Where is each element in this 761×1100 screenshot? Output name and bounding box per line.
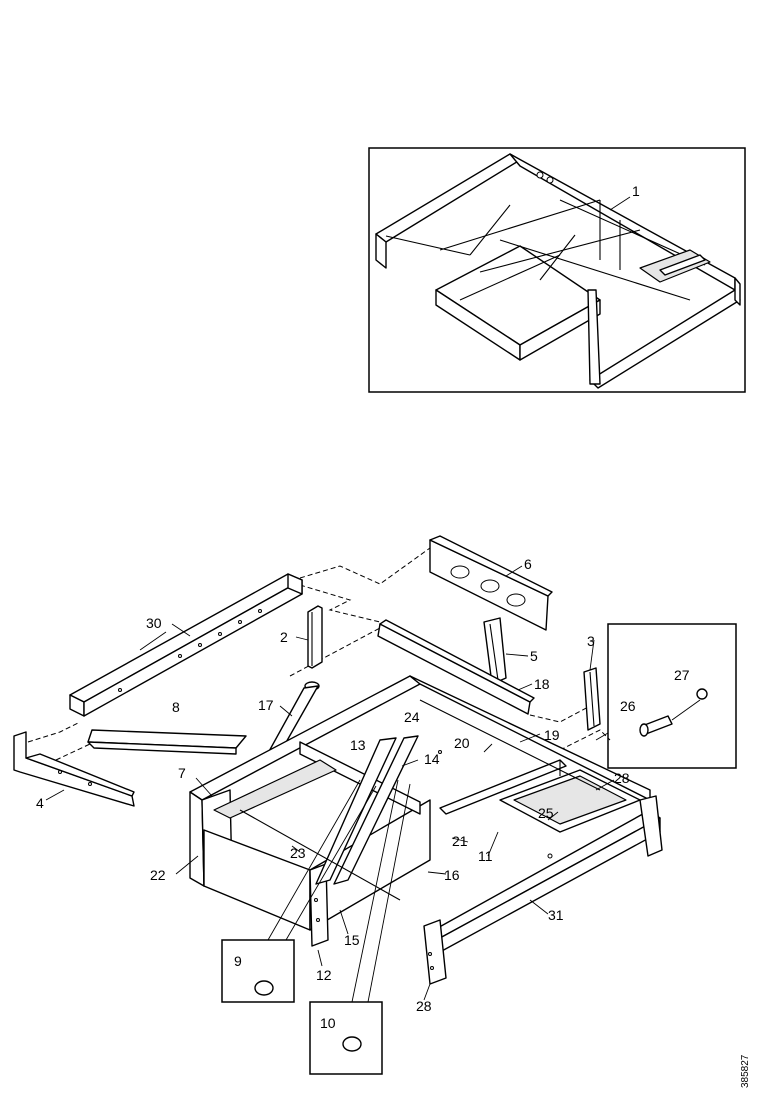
part-8-cross-member [87,729,247,755]
callout-26: 26 [620,698,636,714]
callout-25: 25 [538,805,554,821]
part-30-long-rail [69,573,303,717]
callout-18: 18 [534,676,550,692]
callout-21: 21 [452,833,468,849]
overview-assembled-frame [375,153,741,389]
callout-31: 31 [548,907,564,923]
part-3-upright [583,667,601,731]
callout-5: 5 [530,648,538,664]
callout-28-bottom: 28 [416,998,432,1014]
callout-labels: 6 30 2 3 5 18 8 17 27 26 24 19 13 20 14 … [36,556,690,1031]
callout-14: 14 [424,751,440,767]
part-6-rear-plate [429,535,553,631]
overview-frame-border [368,147,746,393]
detail-box-9 [221,779,377,1003]
callout-27: 27 [674,667,690,683]
callout-4: 4 [36,795,44,811]
callout-12: 12 [316,967,332,983]
callout-30: 30 [146,615,162,631]
callout-10: 10 [320,1015,336,1031]
part-18-angle-bar [377,619,535,715]
callout-24: 24 [404,709,420,725]
callout-11: 11 [478,848,493,864]
overview-inset: 1 [368,147,746,393]
part-4-bracket [13,731,135,807]
part-5-channel [483,617,507,685]
callout-19: 19 [544,727,560,743]
callout-8: 8 [172,699,180,715]
overview-callout-label: 1 [632,183,640,199]
detail-box-10 [309,779,411,1075]
callout-17: 17 [258,697,274,713]
callout-7: 7 [178,765,186,781]
callout-16: 16 [444,867,460,883]
callout-6: 6 [524,556,532,572]
detail-box-26-27 [595,623,737,769]
callout-13: 13 [350,737,366,753]
callout-22: 22 [150,867,166,883]
callout-leaders [45,565,615,1001]
callout-28-top: 28 [614,770,630,786]
callout-20: 20 [454,735,470,751]
callout-3: 3 [587,633,595,649]
figure-code: 385827 [740,1054,751,1088]
callout-15: 15 [344,932,360,948]
part-2-post [304,605,323,691]
callout-2: 2 [280,629,288,645]
callout-9: 9 [234,953,242,969]
callout-23: 23 [290,845,306,861]
